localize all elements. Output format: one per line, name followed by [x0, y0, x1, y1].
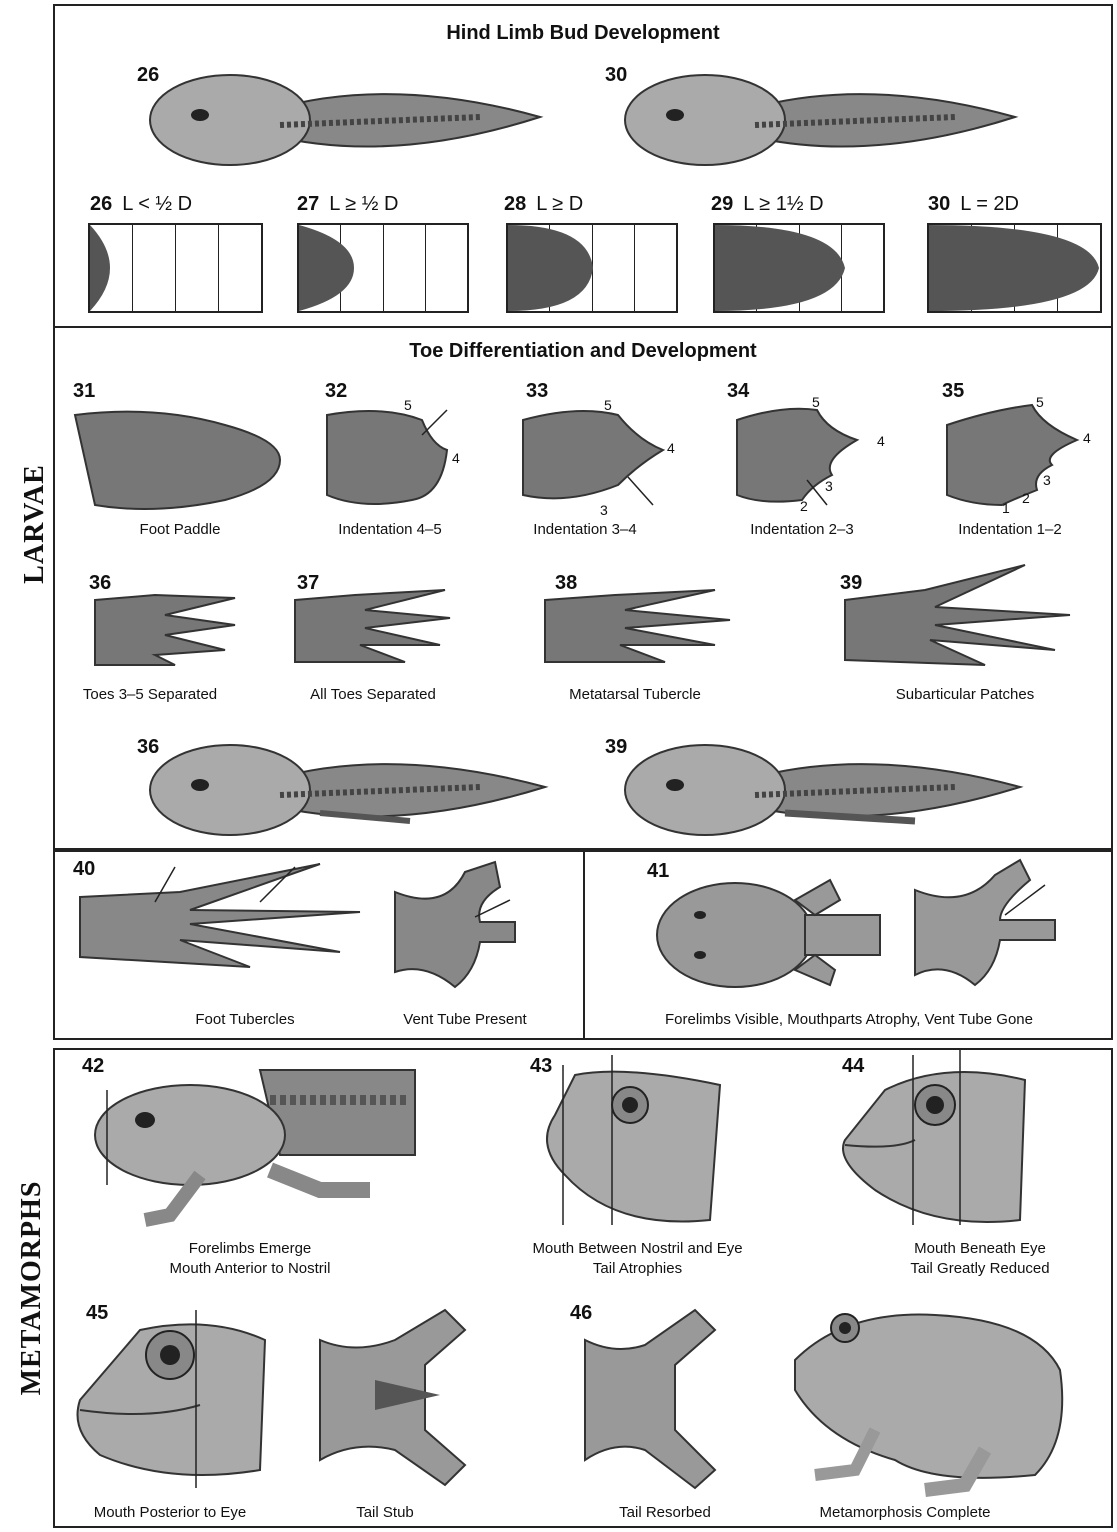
caption-metamorphosis-complete: Metamorphosis Complete	[780, 1504, 1030, 1521]
caption-46: Tail Resorbed	[575, 1504, 755, 1521]
caption-45: Mouth Posterior to Eye	[60, 1504, 280, 1521]
stage-33-number: 33	[526, 380, 548, 403]
toe-4-mark: 4	[877, 433, 885, 449]
caption-32: Indentation 4–5	[300, 521, 480, 538]
caption-tail-stub: Tail Stub	[305, 1504, 465, 1521]
tail-stub-drawing	[315, 1310, 475, 1490]
toe-4-mark: 4	[1083, 430, 1091, 446]
vent-tube-drawing	[385, 862, 525, 992]
hind-limb-title: Hind Limb Bud Development	[53, 22, 1113, 45]
foot-37-drawing	[295, 590, 455, 675]
foot-39-drawing	[845, 565, 1075, 680]
bud-30-shape	[929, 225, 1101, 311]
caption-41: Forelimbs Visible, Mouthparts Atrophy, V…	[585, 1011, 1113, 1028]
foot-33-drawing	[518, 405, 668, 515]
toe-title: Toe Differentiation and Development	[53, 340, 1113, 363]
toe-5-mark: 5	[812, 394, 820, 410]
foot-40-drawing	[80, 862, 365, 972]
toe-3-mark: 3	[1043, 472, 1051, 488]
foot-35-drawing	[942, 405, 1092, 515]
tadpole-36-drawing	[150, 725, 550, 845]
caption-40b: Vent Tube Present	[375, 1011, 555, 1028]
toe-5-mark: 5	[1036, 394, 1044, 410]
tadpole-39-number: 39	[605, 736, 627, 759]
caption-34: Indentation 2–3	[712, 521, 892, 538]
caption-35: Indentation 1–2	[920, 521, 1100, 538]
toe-4-mark: 4	[452, 450, 460, 466]
caption-40a: Foot Tubercles	[155, 1011, 335, 1028]
tadpole-26-drawing	[150, 55, 550, 175]
tadpole-30-number: 30	[605, 64, 627, 87]
caption-31: Foot Paddle	[90, 521, 270, 538]
bud-27-shape	[299, 225, 359, 311]
caption-38: Metatarsal Tubercle	[545, 686, 725, 703]
toe-3-mark: 3	[600, 502, 608, 518]
caption-39: Subarticular Patches	[875, 686, 1055, 703]
bud-28-shape	[508, 225, 608, 311]
froglet-42-drawing	[90, 1055, 420, 1235]
foot-31-drawing	[75, 405, 285, 515]
bud-29-shape	[715, 225, 855, 311]
toe-3-mark: 3	[825, 478, 833, 494]
froglet-44-drawing	[835, 1050, 1035, 1230]
toe-2-mark: 2	[1022, 490, 1030, 506]
caption-36: Toes 3–5 Separated	[60, 686, 240, 703]
larvae-label: LARVAE	[19, 449, 51, 599]
stage-35-number: 35	[942, 380, 964, 403]
toe-2-mark: 2	[800, 498, 808, 514]
caption-37: All Toes Separated	[283, 686, 463, 703]
tadpole-30-drawing	[625, 55, 1025, 175]
froglet-41-drawing	[655, 875, 880, 995]
foot-32-drawing	[322, 405, 462, 515]
froglet-45-drawing	[70, 1310, 270, 1490]
toe-4-mark: 4	[667, 440, 675, 456]
froglet-43-drawing	[535, 1055, 735, 1230]
toe-5-mark: 5	[404, 397, 412, 413]
adult-frog-drawing	[785, 1300, 1075, 1500]
stage-34-number: 34	[727, 380, 749, 403]
leg-41-drawing	[905, 860, 1065, 990]
bud-26-shape	[90, 225, 140, 311]
stage-31-number: 31	[73, 380, 95, 403]
caption-33: Indentation 3–4	[495, 521, 675, 538]
tail-resorbed-drawing	[575, 1310, 735, 1490]
toe-1-mark: 1	[1002, 500, 1010, 516]
foot-36-drawing	[95, 590, 245, 675]
stage-32-number: 32	[325, 380, 347, 403]
foot-38-drawing	[545, 590, 735, 675]
tadpole-39-drawing	[625, 725, 1025, 845]
toe-5-mark: 5	[604, 397, 612, 413]
metamorphs-label: METAMORPHS	[16, 1168, 48, 1408]
